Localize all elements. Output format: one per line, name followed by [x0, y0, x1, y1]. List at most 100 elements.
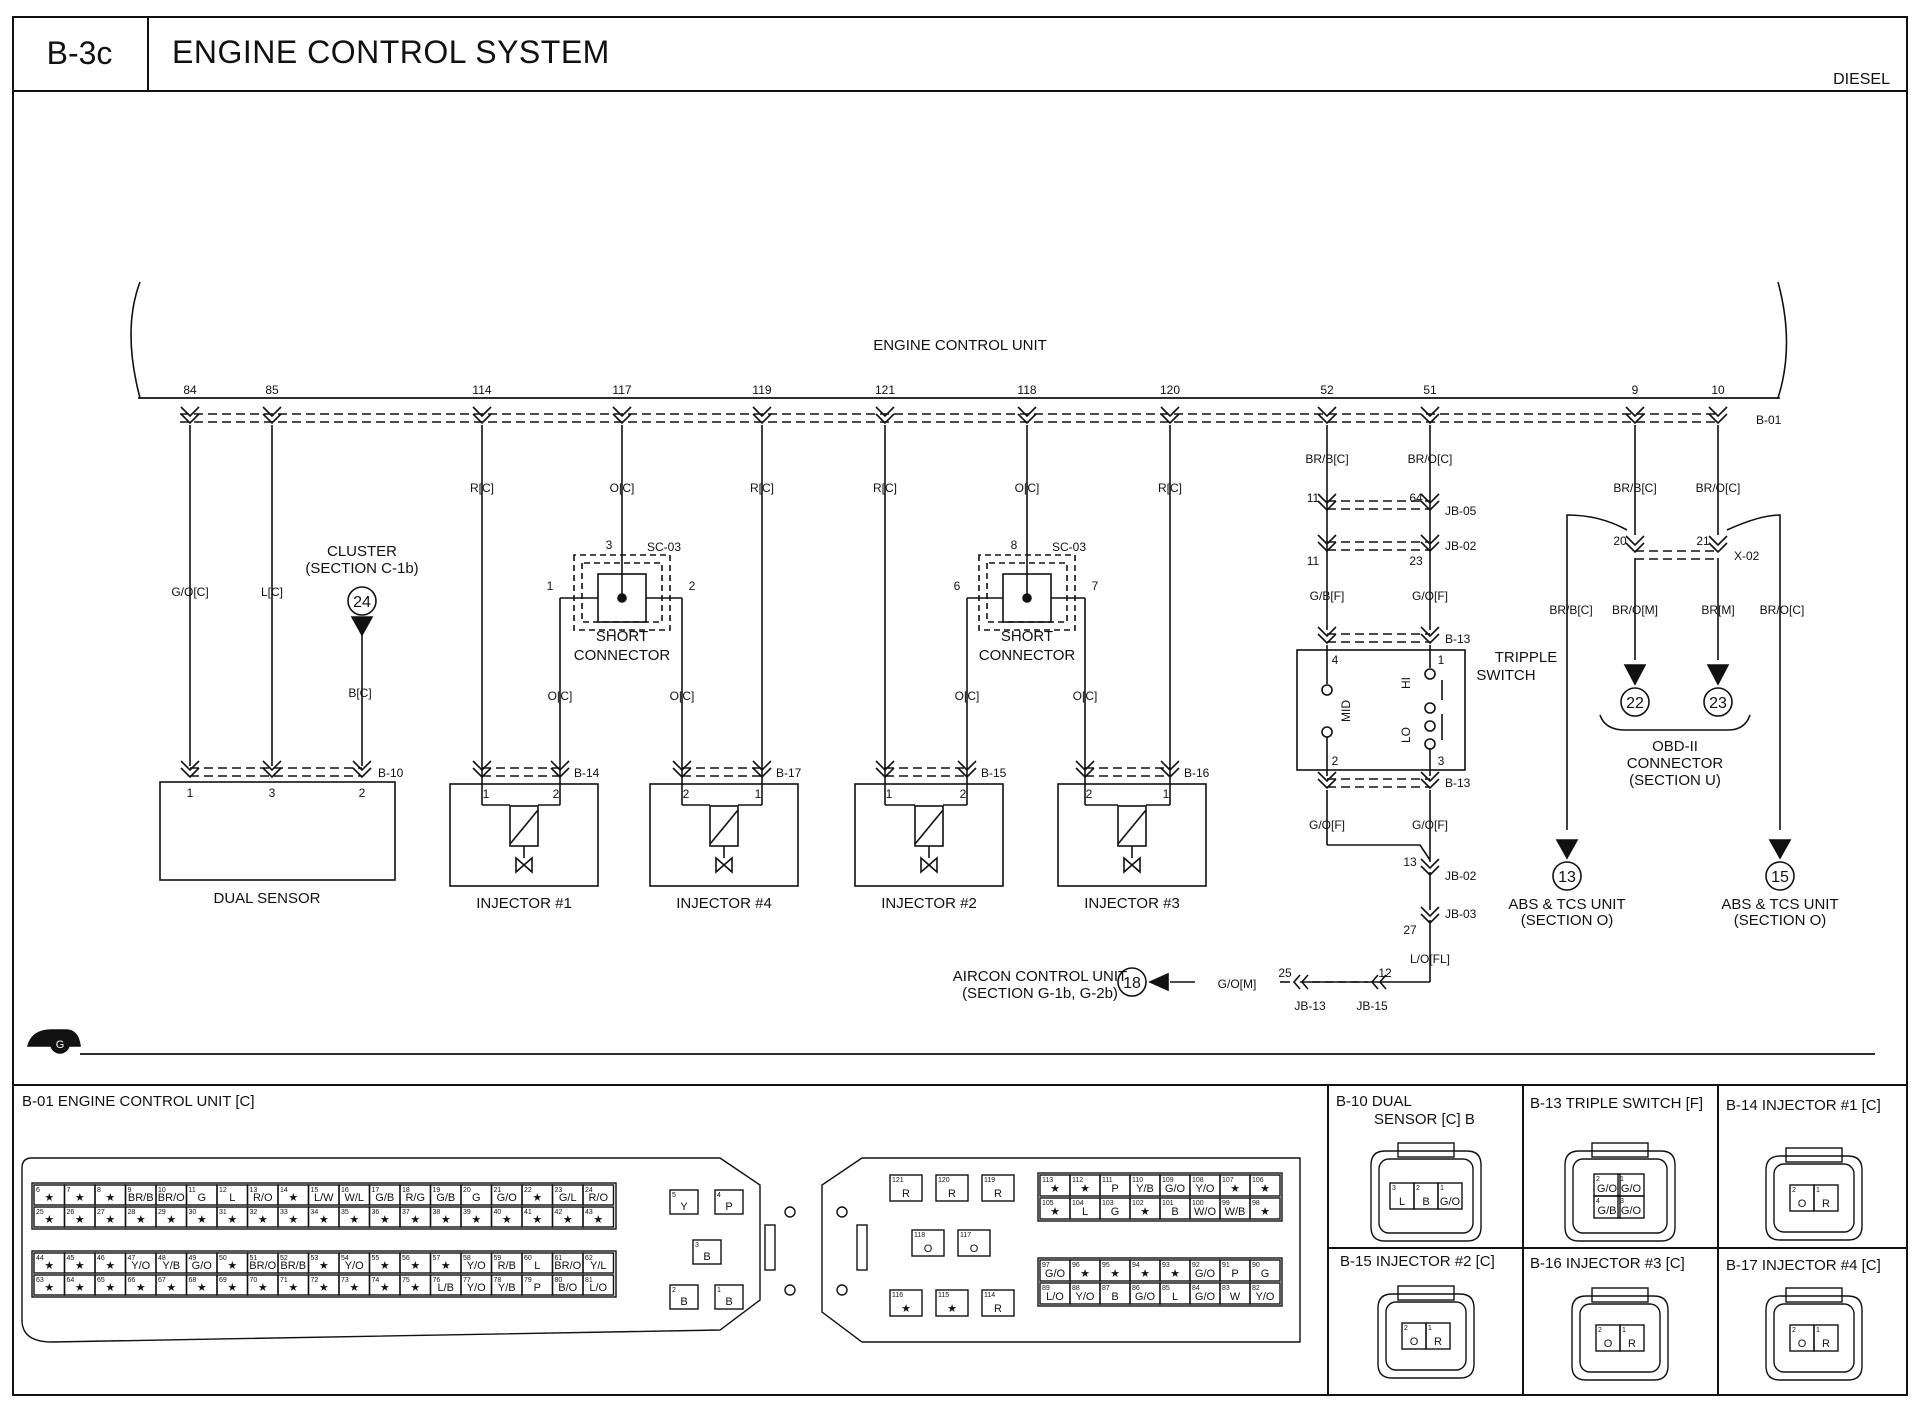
pin-number: 35: [341, 1209, 349, 1216]
pin-cell: [935, 1174, 969, 1202]
solenoid-slash: [914, 809, 944, 845]
abs-label: ABS & TCS UNIT: [1508, 896, 1625, 913]
pin-number: 96: [1072, 1262, 1080, 1269]
pin-group-frame: [31, 1182, 617, 1230]
pin-label: 3: [269, 786, 276, 800]
pin-number: 38: [433, 1209, 441, 1216]
pin-number: 64: [67, 1277, 75, 1284]
wire-label: R[C]: [470, 481, 494, 495]
pin-number: 68: [189, 1277, 197, 1284]
sc-pin: 8: [1011, 538, 1018, 552]
connector-id: B-15: [981, 766, 1007, 780]
panel-title: SENSOR [C] B: [1374, 1111, 1475, 1128]
obd-ref: [1620, 687, 1650, 717]
pin-wire-color: G: [197, 1192, 206, 1204]
abs-ref: [1765, 861, 1795, 891]
pin-wire-color: ★: [1260, 1183, 1270, 1195]
pin-wire-color: G/O: [497, 1192, 518, 1204]
valve-symbol: [920, 856, 938, 874]
injector-label-3: INJECTOR #3: [1084, 895, 1180, 912]
wire-label: L/O[FL]: [1410, 952, 1450, 966]
pin-wire-color: ★: [166, 1282, 176, 1294]
connector-mark: [612, 413, 632, 425]
injector-label-2: INJECTOR #2: [881, 895, 977, 912]
mount-hole: [784, 1206, 796, 1218]
pin-number: 67: [158, 1277, 166, 1284]
connector-mark: [180, 413, 200, 425]
pin-wire-color: R: [994, 1188, 1002, 1200]
pin-number: 31: [219, 1209, 227, 1216]
pin-label: 2: [1086, 787, 1093, 801]
mount-hole: [784, 1284, 796, 1296]
pin-wire-color: ★: [502, 1214, 512, 1226]
pin-wire-color: B: [680, 1296, 687, 1308]
pin-number: 57: [433, 1255, 441, 1262]
pin-label: 2: [553, 787, 560, 801]
abs-ref-number: 15: [1771, 869, 1789, 886]
jb-id: JB-02: [1445, 869, 1477, 883]
connector-mark: [1420, 858, 1440, 870]
pin-wire-color: Y/B: [162, 1260, 180, 1272]
pin-number: 120: [938, 1177, 950, 1184]
pin-wire-color: R/O: [588, 1192, 608, 1204]
connector-mark: [1625, 535, 1645, 547]
pin-wire-color: ★: [258, 1214, 268, 1226]
pin-label: 4: [1332, 653, 1339, 667]
aircon-section: (SECTION G-1b, G-2b): [962, 985, 1118, 1002]
pin-label: 3: [1438, 754, 1445, 768]
pin-wire-color: G/O: [1195, 1291, 1216, 1303]
solenoid-slash: [509, 809, 539, 845]
pin-number: 95: [1102, 1262, 1110, 1269]
pin-number: 12: [219, 1187, 227, 1194]
ground-badge-letter: G: [56, 1039, 65, 1051]
pin-number: 89: [1042, 1285, 1050, 1292]
pin-wire-color: Y/O: [467, 1282, 486, 1294]
injector-box: [1057, 783, 1207, 887]
connector-mark: [875, 406, 895, 418]
wire-label: G/O[F]: [1412, 818, 1448, 832]
connector-mark: [1625, 542, 1645, 554]
pin-group-frame: [1037, 1257, 1283, 1307]
pin-number: 60: [524, 1255, 532, 1262]
pin-number: 59: [494, 1255, 502, 1262]
sc-label: SHORT: [596, 628, 648, 645]
pin-wire-color: ★: [288, 1214, 298, 1226]
pin-wire-color: G/O: [1621, 1183, 1642, 1195]
pin-wire-color: O: [1798, 1338, 1807, 1350]
pin-wire-color: ★: [410, 1260, 420, 1272]
connector-mark: [1017, 413, 1037, 425]
wire-label: G/O[F]: [1412, 589, 1448, 603]
pin-wire-color: ★: [532, 1214, 542, 1226]
pin-wire-color: R: [902, 1188, 910, 1200]
valve-symbol: [515, 856, 533, 874]
pin-cell: [582, 1206, 615, 1228]
connector-mark: [1292, 974, 1309, 990]
connector-latch: [1785, 1147, 1843, 1163]
pin-wire-color: ★: [380, 1214, 390, 1226]
connector-inner: [1773, 1303, 1855, 1373]
pin-number: 1: [1816, 1187, 1820, 1194]
wire-label: BR[M]: [1701, 603, 1734, 617]
pin-wire-color: O: [970, 1243, 979, 1255]
pin-wire-color: R: [994, 1303, 1002, 1315]
pin-wire-color: P: [1231, 1268, 1238, 1280]
pin-number: 15: [311, 1187, 319, 1194]
pin-wire-color: Y/O: [1076, 1291, 1095, 1303]
pin-wire-color: L: [534, 1260, 540, 1272]
wire-label: BR/O[C]: [1760, 603, 1805, 617]
jb-pin: 12: [1378, 966, 1392, 980]
wire-label: O[C]: [1073, 689, 1098, 703]
triple-switch-box: [1296, 649, 1466, 771]
pin-number: 98: [1252, 1200, 1260, 1207]
pin-wire-color: ★: [563, 1214, 573, 1226]
pin-number: 3: [1620, 1198, 1624, 1205]
pin-number: 75: [402, 1277, 410, 1284]
pin-wire-color: ★: [319, 1214, 329, 1226]
pin-number: 100: [1192, 1200, 1204, 1207]
jb-pin: 13: [1403, 855, 1417, 869]
pin-wire-color: ★: [471, 1214, 481, 1226]
pin-number: 110: [1132, 1177, 1143, 1184]
cluster-arrow: [350, 616, 374, 637]
pin-wire-color: ★: [105, 1260, 115, 1272]
